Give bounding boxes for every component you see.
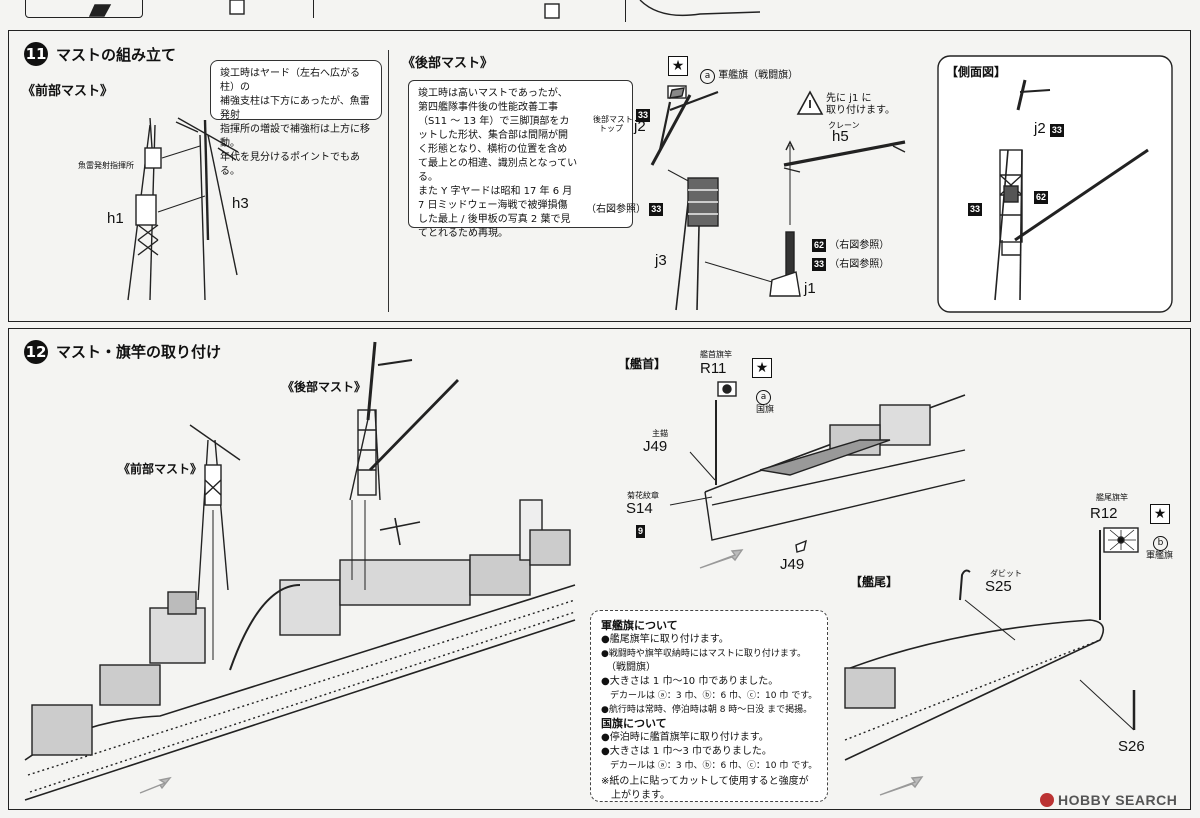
- chrysanthemum-label: 菊花紋章: [627, 491, 659, 500]
- ensign-text: 軍艦旗（戦闘旗）: [718, 70, 799, 81]
- watermark-logo-icon: [1040, 793, 1054, 807]
- fore-mast-label: 《前部マスト》: [118, 462, 203, 476]
- part-h1: h1: [107, 210, 124, 227]
- crane-label: クレーン: [828, 121, 860, 130]
- step11-number: 11: [24, 42, 48, 66]
- aft-mast-note: 竣工時は高いマストであったが、 第四艦隊事件後の性能改善工事 （S11 ～ 13…: [408, 80, 633, 239]
- side-view-title: 【側面図】: [946, 65, 1007, 79]
- ref-right-label: （右図参照） 33: [586, 203, 664, 216]
- aft-note-line: した最上 / 後甲板の写真 2 葉で見: [418, 214, 571, 225]
- ensign-line: ●艦尾旗竿に取り付けます。: [601, 634, 729, 645]
- aft-mast-title: 《後部マスト》: [402, 56, 494, 71]
- ensign-line: ●航行時は常時、停泊時は朝 8 時～日没 まで掲揚。: [601, 705, 813, 715]
- star-icon: ★: [1150, 503, 1170, 524]
- aft-note-line: （S11 ～ 13 年）で三脚頂部をカ: [418, 116, 570, 127]
- fore-mast-note: 竣工時はヤード（左右へ広がる柱）の 補強支柱は下方にあったが、魚雷発射 指揮所の…: [210, 60, 382, 177]
- step12-title: マスト・旗竿の取り付け: [56, 343, 222, 361]
- step11-frame: [8, 30, 1191, 322]
- stern-title: 【艦尾】: [850, 575, 899, 589]
- part-j1: j1: [804, 280, 816, 297]
- fore-note-line: 指揮所の増設で補強桁は上方に移動。: [220, 124, 370, 149]
- fore-note-line: 補強支柱は下方にあったが、魚雷発射: [220, 96, 370, 121]
- part-S25: S25: [985, 578, 1012, 595]
- footnote-line: 上がります。: [601, 790, 670, 801]
- fore-mast-title: 《前部マスト》: [22, 84, 114, 99]
- jack-staff-label: 艦首旗竿: [700, 350, 732, 359]
- side-badge-33: 33: [968, 203, 983, 216]
- badge-9: 9: [636, 525, 646, 538]
- aft-note-line: 竣工時は高いマストであったが、: [418, 88, 568, 99]
- section-divider: [388, 50, 389, 312]
- part-R12: R12: [1090, 505, 1118, 522]
- part-S26: S26: [1118, 738, 1145, 755]
- aft-note-line: ットした形状、集合部は間隔が開: [418, 130, 568, 141]
- circle-b-icon: b: [1153, 530, 1168, 551]
- aft-note-line: て最上との相違、識別点となってい: [418, 158, 578, 169]
- circle-a-icon: a: [700, 69, 715, 84]
- prev-step-box: [25, 0, 143, 18]
- prev-step-divider: [313, 0, 314, 18]
- ensign-staff-label: 艦尾旗竿: [1096, 493, 1128, 502]
- side-badge-62: 62: [1034, 191, 1049, 204]
- badge-33: 33: [649, 203, 664, 216]
- circle-a-icon: a: [756, 384, 771, 405]
- ensign-line: ●戦闘時や旗竿収納時にはマストに取り付けます。: [601, 649, 806, 659]
- part-j2: j2: [634, 118, 646, 135]
- ensign-label: a 軍艦旗（戦闘旗）: [700, 66, 798, 84]
- aft-note-line: 第四艦隊事件後の性能改善工事: [418, 102, 558, 113]
- aft-note-line: る。: [418, 172, 438, 183]
- aft-mast-label: 《後部マスト》: [282, 380, 367, 394]
- part-h3: h3: [232, 195, 249, 212]
- bow-title: 【艦首】: [618, 357, 667, 371]
- part-j3: j3: [655, 252, 667, 269]
- part-S14: S14: [626, 500, 653, 517]
- ensign-line: ●大きさは 1 巾～10 巾でありました。: [601, 676, 779, 687]
- part-J49-bottom: J49: [780, 556, 805, 573]
- davit-label: ダビット: [990, 569, 1022, 578]
- ensign-header: 軍艦旗について: [601, 619, 678, 632]
- aft-note-line: く形態となり、横桁の位置を含め: [418, 144, 568, 155]
- badge-33: 33: [636, 109, 651, 122]
- ref-right-33: 33 （右図参照）: [812, 258, 890, 271]
- caution-note: 先に j1 に取り付けます。: [826, 93, 895, 116]
- watermark: HOBBY SEARCH: [1040, 792, 1177, 808]
- aft-note-line: また Y 字ヤードは昭和 17 年 6 月: [418, 186, 573, 197]
- main-anchor-label: 主錨: [652, 429, 668, 438]
- prev-step-divider-2: [625, 0, 626, 22]
- flag-notes-box: 軍艦旗について ●艦尾旗竿に取り付けます。 ●戦闘時や旗竿収納時にはマストに取り…: [590, 610, 828, 802]
- star-icon: ★: [668, 55, 688, 76]
- fore-note-line: 竣工時はヤード（左右へ広がる柱）の: [220, 68, 360, 93]
- national-flag-label: 国旗: [756, 405, 775, 415]
- ensign-line: （戦闘旗）: [601, 662, 656, 673]
- footnote-line: ※紙の上に貼ってカットして使用すると強度が: [601, 776, 809, 787]
- flag-line: デカールは ⓐ：3 巾、ⓑ：6 巾、ⓒ：10 巾 です。: [601, 761, 818, 771]
- mast-top-label: 後部マストトップ: [593, 115, 633, 133]
- part-R11: R11: [700, 360, 727, 377]
- naval-ensign-label: 軍艦旗: [1146, 551, 1174, 561]
- ref-right-62: 62 （右図参照）: [812, 239, 890, 252]
- torpedo-director-label: 魚雷発射指揮所: [78, 161, 134, 170]
- fore-note-line: 年代を見分けるポイントでもある。: [220, 152, 360, 177]
- side-part-j2: j2 33: [1034, 120, 1064, 137]
- step12-frame: [8, 328, 1191, 810]
- aft-note-line: てとれるため再現。: [418, 228, 508, 239]
- star-icon: ★: [752, 357, 772, 378]
- flag-line: ●大きさは 1 巾～3 巾でありました。: [601, 746, 772, 757]
- step12-number: 12: [24, 340, 48, 364]
- flag-line: ●停泊時に艦首旗竿に取り付けます。: [601, 732, 769, 743]
- step11-title: マストの組み立て: [56, 46, 177, 64]
- ensign-line: デカールは ⓐ：3 巾、ⓑ：6 巾、ⓒ：10 巾 です。: [601, 691, 818, 701]
- part-J49-top: J49: [643, 438, 668, 455]
- part-h5: h5: [832, 128, 849, 145]
- aft-note-line: 7 日ミッドウェー海戦で被弾損傷: [418, 200, 568, 211]
- flag-header: 国旗について: [601, 717, 667, 730]
